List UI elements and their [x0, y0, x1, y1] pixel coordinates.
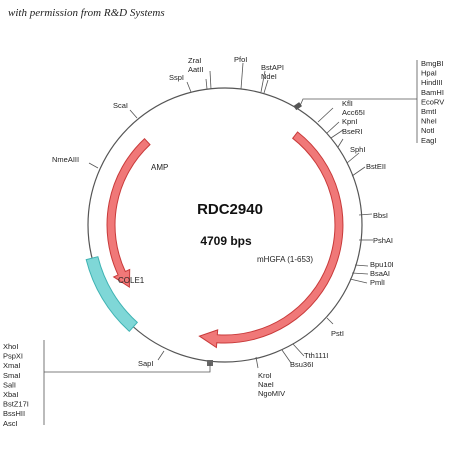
- mcs-top-site-nhei: NheI: [421, 117, 437, 126]
- site-ticks-top: [88, 62, 269, 169]
- site-zrai: ZraI: [188, 56, 201, 65]
- mcs-top-site-bamhi: BamHI: [421, 88, 444, 97]
- cole1-label: COLE1: [118, 276, 145, 285]
- mcs-top-list: BmgBIHpaIHindIIIBamHIEcoRVBmtINheINotIEa…: [421, 59, 444, 145]
- mcs-top-callout: [299, 60, 418, 143]
- site-bstapi: BstAPI: [261, 63, 284, 72]
- amp-label: AMP: [151, 163, 168, 172]
- site-pshai: PshAI: [373, 236, 393, 245]
- site-nmeaiii: NmeAIII: [52, 155, 79, 164]
- site-bpu10i: Bpu10I: [370, 260, 394, 269]
- mcs-bottom-site-bstz17i: BstZ17I: [3, 400, 29, 409]
- site-naei: NaeI: [258, 380, 274, 389]
- plasmid-backbone: [87, 87, 363, 363]
- mcs-bottom-list: XhoIPspXIXmaISmaISalIXbaIBstZ17IBssHIIAs…: [3, 342, 29, 428]
- mcs-top-site-bmti: BmtI: [421, 107, 436, 116]
- mcs-top-site-ecorv: EcoRV: [421, 97, 444, 106]
- site-kroi: KroI: [258, 371, 272, 380]
- site-tth111i: Tth111I: [304, 351, 328, 360]
- site-scai: ScaI: [113, 101, 128, 110]
- site-pmli: PmlI: [370, 278, 385, 287]
- cole1-feature-arc[interactable]: [85, 256, 139, 333]
- mcs-top-site-noti: NotI: [421, 126, 435, 135]
- mcs-top-site-bmgbi: BmgBI: [421, 59, 444, 68]
- site-bseri: BseRI: [342, 127, 362, 136]
- mcs-marker-top: [293, 102, 302, 111]
- credit-text: with permission from R&D Systems: [8, 7, 165, 19]
- site-sapi: SapI: [138, 359, 153, 368]
- mhgfa-feature-arrow[interactable]: [198, 131, 344, 349]
- mcs-bottom-site-smai: SmaI: [3, 371, 21, 380]
- amp-feature-arrow[interactable]: [106, 137, 151, 289]
- mcs-bottom-site-xhoi: XhoI: [3, 342, 18, 351]
- mcs-top-site-hpai: HpaI: [421, 69, 437, 78]
- mcs-bottom-site-xbai: XbaI: [3, 390, 18, 399]
- plasmid-name: RDC2940: [197, 201, 263, 218]
- site-ticks-right: [255, 107, 373, 369]
- site-kpni: KpnI: [342, 117, 357, 126]
- mcs-bottom-site-xmai: XmaI: [3, 361, 21, 370]
- site-aatii: AatII: [188, 65, 203, 74]
- site-ndei: NdeI: [261, 72, 277, 81]
- mhgfa-label: mHGFA (1-653): [257, 255, 313, 264]
- mcs-bottom-callout: [43, 340, 211, 425]
- site-sphi: SphI: [350, 145, 365, 154]
- site-sspi: SspI: [169, 73, 184, 82]
- site-bbsi: BbsI: [373, 211, 388, 220]
- site-psti: PstI: [331, 329, 344, 338]
- plasmid-size: 4709 bps: [200, 234, 252, 248]
- site-acc65i: Acc65I: [342, 108, 365, 117]
- mcs-bottom-site-asci: AscI: [3, 419, 18, 428]
- sapi-tick: [157, 350, 165, 361]
- site-bsteii: BstEII: [366, 162, 386, 171]
- site-kfli: KflI: [342, 99, 353, 108]
- site-pfoi: PfoI: [234, 55, 247, 64]
- site-ngomiv: NgoMIV: [258, 389, 285, 398]
- mcs-top-site-hindiii: HindIII: [421, 78, 443, 87]
- site-bsu36i: Bsu36I: [290, 360, 313, 369]
- mcs-top-site-eagi: EagI: [421, 136, 436, 145]
- mcs-bottom-site-bsshii: BssHII: [3, 409, 25, 418]
- site-bsaai: BsaAI: [370, 269, 390, 278]
- mcs-bottom-site-pspxi: PspXI: [3, 352, 23, 361]
- mcs-bottom-site-sali: SalI: [3, 380, 16, 389]
